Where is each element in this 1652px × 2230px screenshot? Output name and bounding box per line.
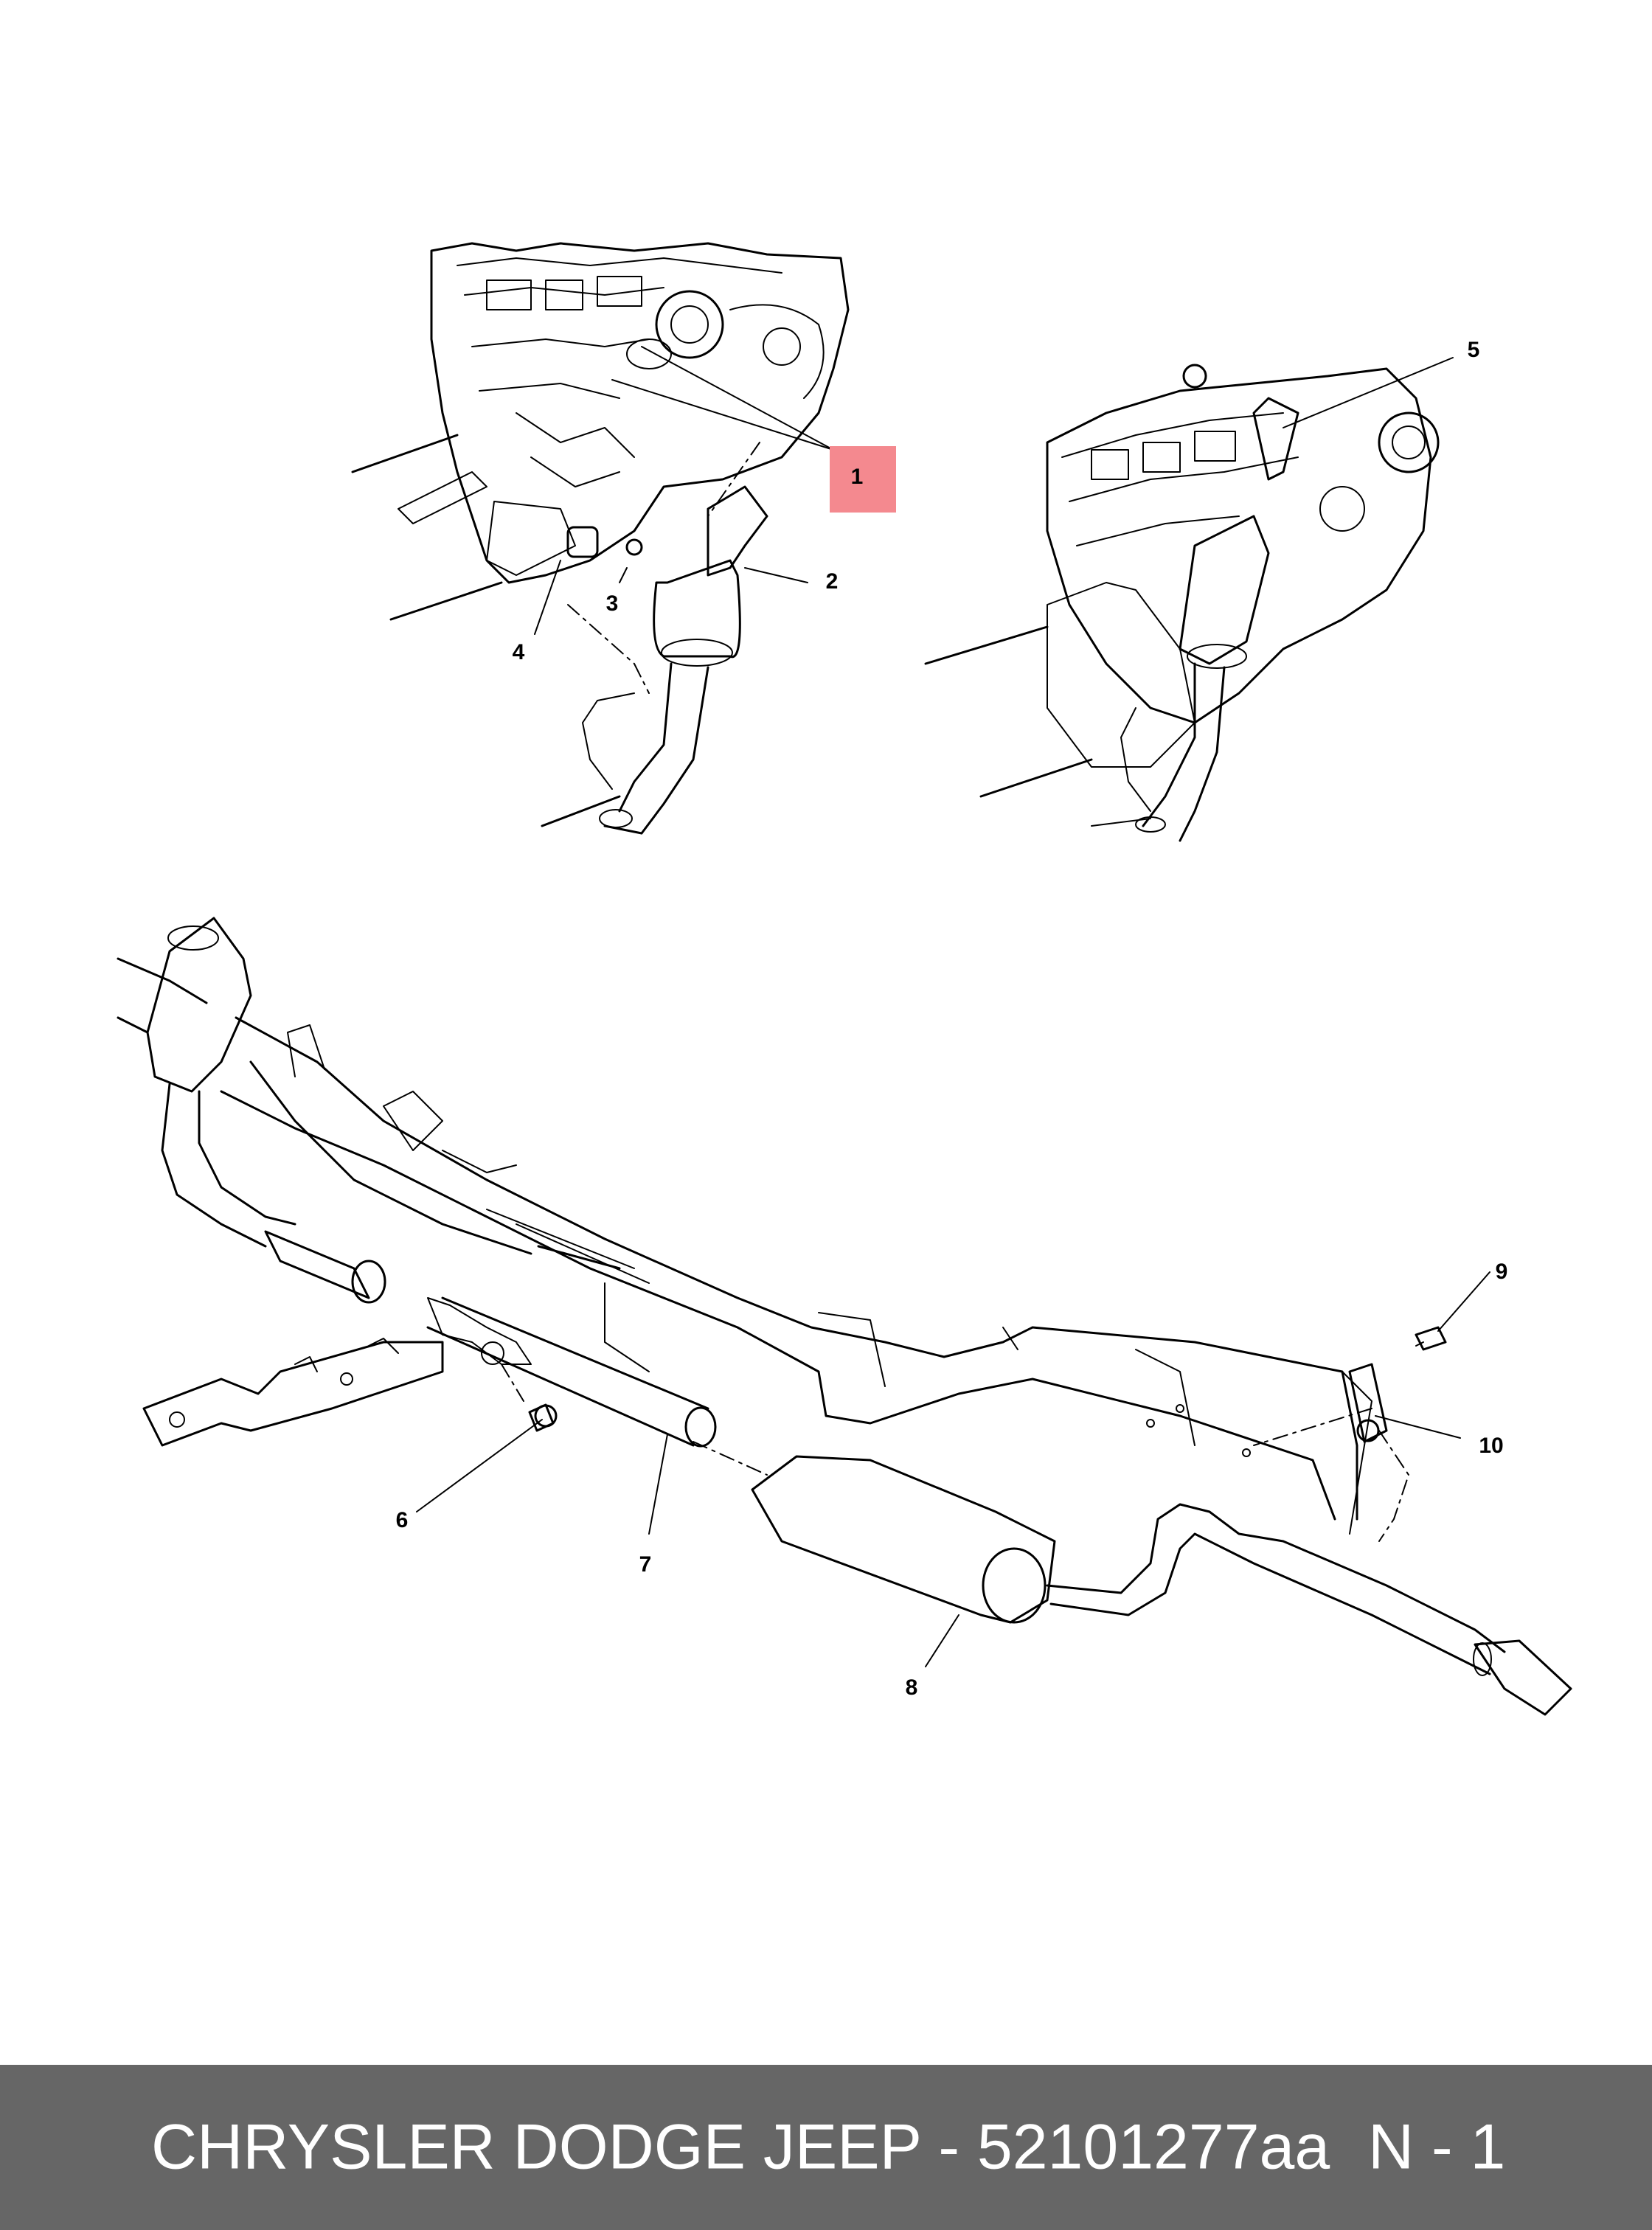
callout-9[interactable]: 9 <box>1496 1260 1508 1284</box>
callout-8[interactable]: 8 <box>906 1675 918 1700</box>
callout-4[interactable]: 4 <box>513 640 525 664</box>
engine-assembly-left <box>351 242 850 835</box>
callout-3[interactable]: 3 <box>606 591 619 616</box>
exhaust-frame-assembly <box>117 917 1572 1716</box>
callout-6[interactable]: 6 <box>396 1508 409 1532</box>
callout-7[interactable]: 7 <box>639 1552 652 1577</box>
exhaust-system-diagram: 1 2 3 4 5 6 7 8 9 10 <box>117 242 1572 1716</box>
callout-1-highlight <box>830 446 896 513</box>
part-title: CHRYSLER DODGE JEEP - 52101277aa <box>151 2111 1330 2183</box>
callout-2[interactable]: 2 <box>826 569 839 594</box>
callout-5[interactable]: 5 <box>1468 338 1480 362</box>
callout-labels: 1 2 3 4 5 6 7 8 9 10 <box>396 338 1508 1700</box>
engine-assembly-right <box>924 357 1454 842</box>
page-number: N - 1 <box>1368 2111 1506 2183</box>
callout-10[interactable]: 10 <box>1479 1434 1503 1458</box>
callout-1[interactable]: 1 <box>851 465 864 489</box>
footer-banner: CHRYSLER DODGE JEEP - 52101277aa N - 1 <box>0 2065 1652 2230</box>
